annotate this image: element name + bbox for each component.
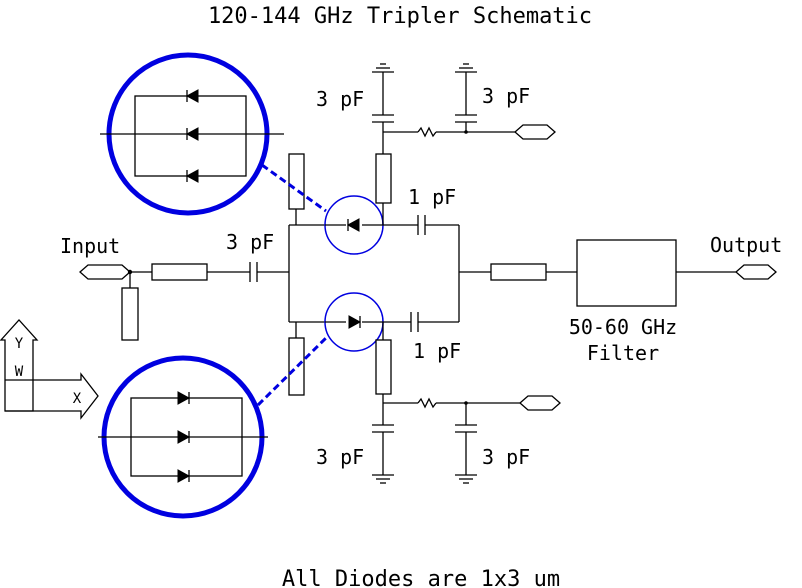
top-left-cap-label: 3 pF (316, 87, 364, 111)
bottom-series-cap: 1 pF (383, 312, 461, 363)
top-series-cap: 1 pF (383, 185, 459, 235)
input-stub-line (121, 287, 139, 341)
bottom-bias-port (519, 395, 561, 411)
top-series-cap-label: 1 pF (408, 185, 456, 209)
title: 120-144 GHz Tripler Schematic (208, 4, 592, 29)
axis-w-label: W (15, 364, 24, 380)
footer-note: All Diodes are 1x3 um (282, 567, 560, 588)
top-bias-port (514, 124, 556, 140)
input-port (79, 264, 131, 280)
bottom-diode (324, 292, 384, 352)
input-section: Input 3 pF (60, 230, 289, 341)
bottom-zoom-leader (256, 335, 329, 407)
input-label: Input (60, 234, 120, 258)
top-diode-detail (100, 52, 327, 216)
axis-x-label: X (73, 391, 82, 407)
input-cap-label: 3 pF (226, 230, 274, 254)
bottom-left-cap-label: 3 pF (316, 445, 364, 469)
bottom-left-stub (288, 337, 305, 396)
axes-icon: Y W X (0, 319, 99, 420)
output-port (735, 264, 777, 280)
axis-y-label: Y (15, 336, 24, 352)
output-label: Output (710, 233, 782, 257)
filter-box (576, 239, 677, 307)
top-diode (324, 195, 384, 255)
bottom-right-cap-label: 3 pF (482, 445, 530, 469)
output-section: Output 50-60 GHz Filter (459, 233, 782, 365)
output-series-line (490, 263, 547, 281)
filter-label-line1: 50-60 GHz (569, 315, 677, 339)
bottom-diode-detail (98, 335, 329, 519)
filter-label-line2: Filter (587, 341, 659, 365)
top-bias-line (375, 153, 392, 204)
bottom-bias-network: 3 pF 3 pF (316, 322, 561, 484)
top-right-cap-label: 3 pF (482, 84, 530, 108)
input-series-line (151, 263, 208, 281)
top-zoom-leader (261, 163, 327, 213)
top-bias-network: 3 pF 3 pF (316, 63, 556, 225)
top-left-stub (288, 153, 305, 210)
bottom-bias-line (375, 339, 392, 395)
y-axis-arrow (0, 319, 39, 412)
bottom-series-cap-label: 1 pF (413, 339, 461, 363)
